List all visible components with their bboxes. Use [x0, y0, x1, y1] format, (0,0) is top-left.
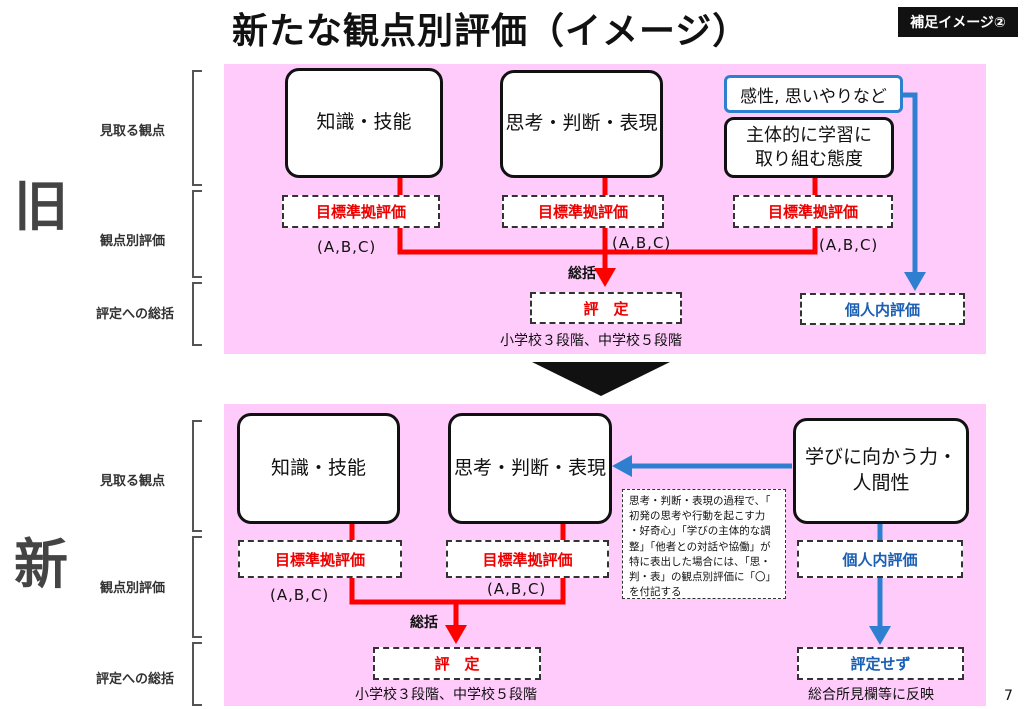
new-manabi-box: 学びに向かう力・ 人間性 — [793, 418, 969, 524]
old-knowledge-box: 知識・技能 — [285, 68, 443, 178]
old-attitude-line1: 主体的に学習に — [746, 125, 872, 147]
new-abc-1: (A,B,C) — [270, 586, 330, 604]
note-line: 思考・判断・表現の過程で、「 — [629, 495, 771, 507]
new-thinking-box: 思考・判断・表現 — [448, 413, 612, 524]
old-sokatsu-label: 総括 — [568, 266, 596, 282]
new-knowledge-box: 知識・技能 — [237, 413, 400, 524]
new-hyotei-box: 評 定 — [373, 647, 541, 680]
old-attitude-box: 主体的に学習に 取り組む態度 — [724, 117, 894, 178]
old-kansei-box: 感性, 思いやりなど — [724, 75, 903, 113]
brace — [192, 536, 202, 638]
old-kojin-box: 個人内評価 — [800, 293, 965, 325]
new-no-hyotei-box: 評定せず — [797, 647, 964, 680]
page-number: 7 — [1004, 688, 1013, 704]
new-kojin-box: 個人内評価 — [797, 540, 963, 578]
old-attitude-line2: 取り組む態度 — [755, 148, 863, 170]
note-line: 判・表」の観点別評価に「〇」 — [629, 571, 776, 584]
new-manabi-line2: 人間性 — [852, 472, 910, 494]
new-abc-2: (A,B,C) — [487, 580, 547, 598]
brace — [192, 70, 202, 186]
new-sokatsu-label: 総括 — [410, 615, 438, 631]
note-line: 特に表出した場合には、「思・ — [629, 555, 771, 568]
note-line: 整」「他者との対話や協働」が — [629, 540, 771, 553]
old-abc-1: (A,B,C) — [317, 238, 377, 256]
old-thinking-box: 思考・判断・表現 — [500, 70, 663, 178]
old-abc-2: (A,B,C) — [612, 234, 672, 252]
old-eval-box-3: 目標準拠評価 — [733, 195, 893, 228]
old-row-label-observe: 見取る観点 — [100, 124, 166, 139]
new-hyotei-note: 小学校３段階、中学校５段階 — [355, 687, 537, 703]
supplement-badge: 補足イメージ② — [898, 7, 1018, 37]
new-note-box: 思考・判断・表現の過程で、「 初発の思考や行動を起こす力 ・好奇心」「学びの主体… — [622, 489, 786, 599]
note-line: を付記する — [629, 586, 682, 599]
new-row-label-evaluate: 観点別評価 — [100, 581, 166, 596]
old-eval-box-1: 目標準拠評価 — [282, 195, 440, 228]
old-eval-box-2: 目標準拠評価 — [502, 195, 664, 228]
old-hyotei-box: 評 定 — [530, 292, 682, 324]
brace — [192, 282, 202, 346]
new-manabi-line1: 学びに向かう力・ — [804, 446, 957, 469]
new-eval-box-1: 目標準拠評価 — [238, 540, 402, 578]
brace — [192, 190, 202, 278]
new-row-label-summary: 評定への総括 — [96, 672, 175, 687]
note-line: 初発の思考や行動を起こす力 — [629, 510, 766, 523]
old-hyotei-note: 小学校３段階、中学校５段階 — [500, 333, 682, 349]
note-line: ・好奇心」「学びの主体的な調 — [629, 525, 771, 538]
new-eval-box-2: 目標準拠評価 — [446, 540, 609, 578]
new-no-hyotei-note: 総合所見欄等に反映 — [808, 687, 934, 703]
old-row-label-evaluate: 観点別評価 — [100, 234, 166, 249]
old-row-label-summary: 評定への総括 — [96, 307, 175, 322]
new-side-label: 新 — [14, 533, 68, 596]
old-side-label: 旧 — [14, 175, 68, 238]
page-title: 新たな観点別評価（イメージ） — [232, 11, 750, 52]
old-abc-3: (A,B,C) — [819, 236, 879, 254]
brace — [192, 420, 202, 532]
brace — [192, 642, 202, 706]
new-row-label-observe: 見取る観点 — [100, 474, 166, 489]
